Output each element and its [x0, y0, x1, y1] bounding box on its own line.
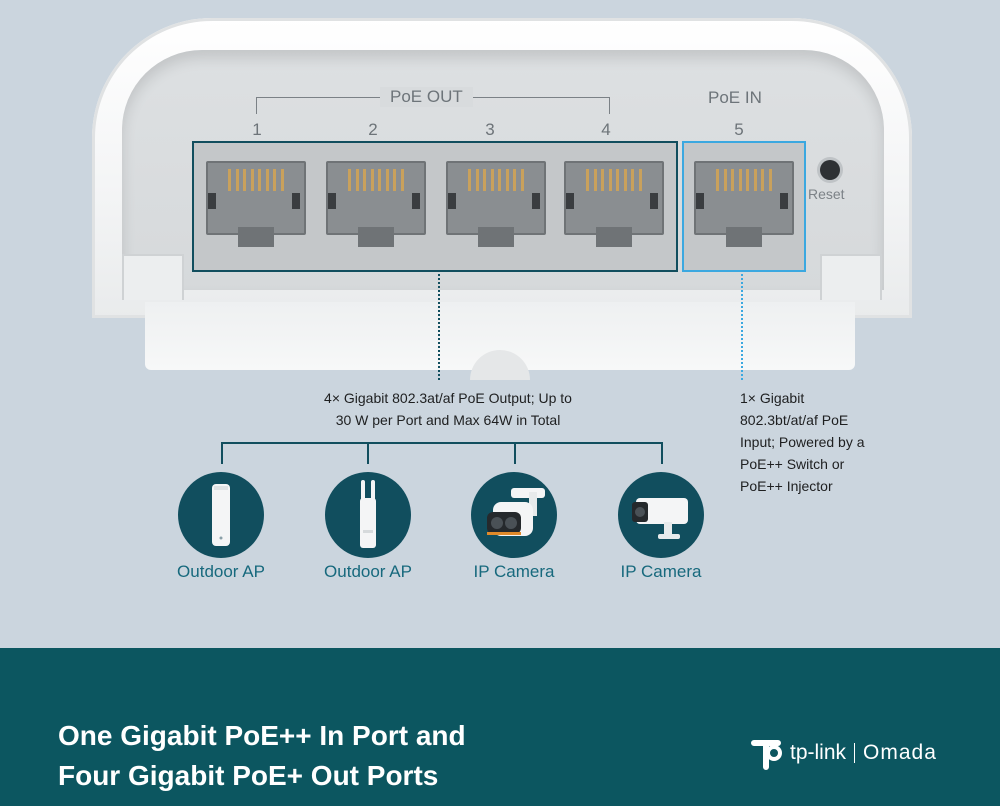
ethernet-port-5 [686, 143, 798, 266]
device-label-3: IP Camera [473, 562, 555, 581]
port-number-4: 4 [601, 120, 611, 139]
brand-logo: tp-link Omada [748, 733, 937, 773]
headline-line2: Four Gigabit PoE+ Out Ports [58, 760, 439, 791]
reset-button [820, 160, 840, 180]
poe-in-label: PoE IN [708, 88, 762, 107]
brand-tp-link: tp-link [790, 741, 847, 764]
out-callout-line [438, 270, 440, 380]
tree-branch-3 [514, 442, 516, 464]
poe-in-port [682, 141, 806, 272]
tp-link-logo-icon [751, 740, 782, 770]
ethernet-port-3 [438, 143, 550, 266]
poe-out-description: 4× Gigabit 802.3at/af PoE Output; Up to … [298, 387, 598, 431]
outdoor-ap-icon [178, 472, 264, 558]
ethernet-port-4 [556, 143, 668, 266]
poe-in-description: 1× Gigabit 802.3bt/at/af PoE Input; Powe… [740, 387, 920, 497]
reset-label: Reset [808, 186, 845, 202]
port-number-2: 2 [368, 120, 378, 139]
footer-banner [0, 648, 1000, 806]
ethernet-port-2 [318, 143, 430, 266]
ethernet-port-1 [198, 143, 310, 266]
poe-out-description-line1: 4× Gigabit 802.3at/af PoE Output; Up to [324, 390, 572, 406]
port-number-5: 5 [734, 120, 744, 139]
right-clip [820, 254, 882, 300]
poe-in-description-line2: 802.3bt/at/af PoE [740, 412, 849, 428]
poe-in-description-line3: Input; Powered by a [740, 434, 865, 450]
tree-branch-2 [367, 442, 369, 464]
ptz-camera-icon [471, 472, 557, 558]
device-label-4: IP Camera [620, 562, 702, 581]
poe-out-description-line2: 30 W per Port and Max 64W in Total [335, 412, 561, 428]
headline: One Gigabit PoE++ In Port and Four Gigab… [58, 716, 466, 796]
device-label-1: Outdoor AP [177, 562, 265, 581]
left-clip [122, 254, 184, 300]
in-callout-line [741, 270, 743, 380]
poe-in-description-line1: 1× Gigabit [740, 390, 805, 406]
brand-separator [854, 743, 856, 763]
device-tree-connector [221, 442, 663, 464]
poe-out-ports [192, 141, 678, 272]
device-label-2: Outdoor AP [324, 562, 412, 581]
poe-in-description-line5: PoE++ Injector [740, 478, 833, 494]
outdoor-antenna-ap-icon [325, 472, 411, 558]
poe-in-description-line4: PoE++ Switch or [740, 456, 845, 472]
headline-line1: One Gigabit PoE++ In Port and [58, 720, 466, 751]
port-number-1: 1 [252, 120, 262, 139]
brand-omada: Omada [863, 741, 937, 764]
poe-out-label: PoE OUT [380, 87, 473, 107]
port-number-3: 3 [485, 120, 495, 139]
bullet-camera-icon [618, 472, 704, 558]
